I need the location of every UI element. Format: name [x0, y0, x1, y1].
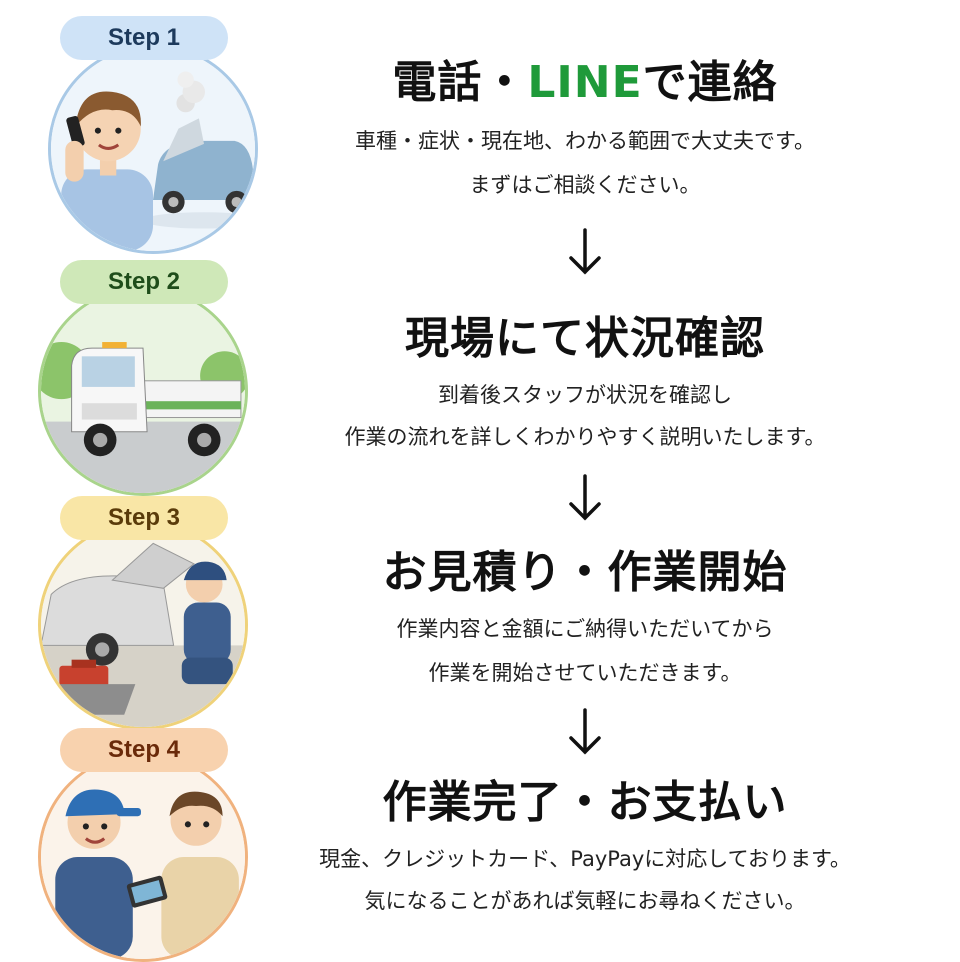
down-arrow-icon-2 [569, 474, 601, 521]
step-3-badge: Step 3 [60, 496, 228, 540]
step-2-desc-line-2: 作業の流れを詳しくわかりやすく説明いたします。 [344, 425, 826, 449]
step-2-badge: Step 2 [60, 260, 228, 304]
step-1-title-accent: LINE [527, 57, 643, 108]
step-2-illustration [38, 286, 248, 496]
step-3-title: お見積り・作業開始 [382, 547, 788, 598]
down-arrow-icon-1 [569, 228, 601, 275]
step-3-desc-line-1: 作業内容と金額にご納得いただいてから [396, 617, 774, 641]
step-1-badge: Step 1 [60, 16, 228, 60]
phone-call-illustration [51, 47, 255, 251]
step-1-title: 電話・LINEで連絡 [290, 46, 880, 110]
step-2-title: 現場にて状況確認 [405, 313, 765, 364]
step-1-illustration [48, 44, 258, 254]
mechanic-repair-illustration [41, 523, 245, 727]
step-4-badge: Step 4 [60, 728, 228, 772]
step-4-desc-line-1: 現金、クレジットカード、PayPayに対応しております。 [319, 847, 851, 871]
down-arrow-icon-3 [569, 708, 601, 755]
step-4-illustration [38, 752, 248, 962]
step-4-desc-line-2: 気になることがあれば気軽にお尋ねください。 [364, 889, 806, 913]
step-3-desc-line-2: 作業を開始させていただきます。 [428, 661, 742, 685]
step-1-desc-line-2: まずはご相談ください。 [469, 173, 701, 197]
step-4-title: 作業完了・お支払い [382, 777, 788, 828]
step-2-desc-line-1: 到着後スタッフが状況を確認し [438, 383, 732, 407]
step-1-title-pre: 電話・ [392, 57, 528, 108]
payment-handover-illustration [41, 755, 245, 959]
step-1-desc-line-1: 車種・症状・現在地、わかる範囲で大丈夫です。 [355, 129, 815, 153]
step-1-title-post: で連絡 [642, 57, 778, 108]
step-3-illustration [38, 520, 248, 730]
tow-truck-illustration [41, 289, 245, 493]
